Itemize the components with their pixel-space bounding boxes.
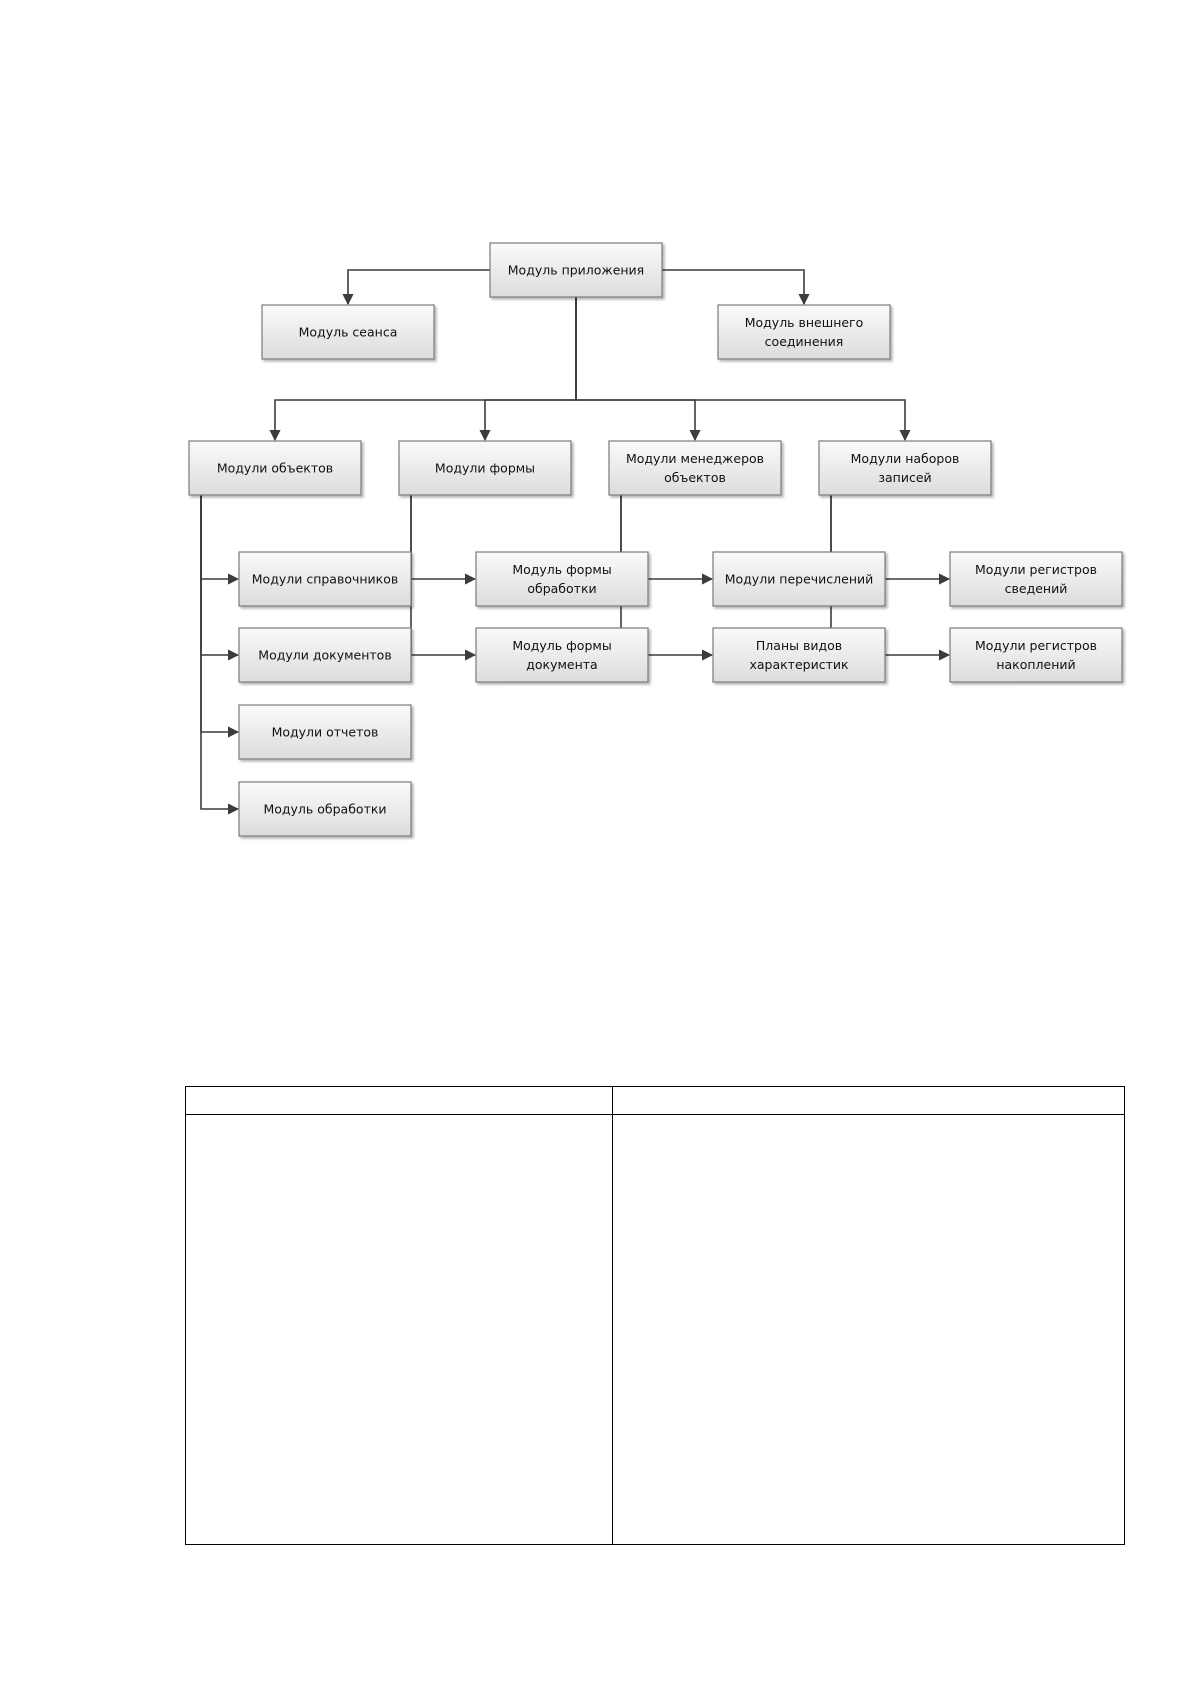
node-label: Модули документов xyxy=(258,648,391,663)
node-label: характеристик xyxy=(749,657,849,672)
node-enums: Модули перечислений xyxy=(712,551,886,607)
node-box xyxy=(818,440,992,496)
edge-forms-to-form-document xyxy=(410,495,477,661)
edge-app-to-forms xyxy=(479,297,577,442)
edge-objects-to-reports xyxy=(200,495,240,738)
node-char-types: Планы видов характеристик xyxy=(712,627,886,683)
edge-app-to-session xyxy=(342,269,490,306)
node-box xyxy=(238,704,412,760)
node-documents: Модули документов xyxy=(238,627,412,683)
table-header-row xyxy=(185,1086,1125,1115)
node-reports: Модули отчетов xyxy=(238,704,412,760)
node-box xyxy=(238,551,412,607)
node-form-document: Модуль формы документа xyxy=(475,627,649,683)
table-row xyxy=(185,1114,1125,1545)
node-label: Модуль формы xyxy=(512,562,611,577)
node-box xyxy=(717,304,891,360)
node-accum-registers: Модули регистров накоплений xyxy=(949,627,1123,683)
node-box xyxy=(238,627,412,683)
node-managers: Модули менеджеров объектов xyxy=(608,440,782,496)
node-box xyxy=(489,242,663,298)
node-label: сведений xyxy=(1005,581,1068,596)
table-header-cell-1 xyxy=(185,1086,613,1115)
node-label: Модули отчетов xyxy=(272,725,379,740)
node-label: объектов xyxy=(664,470,726,485)
node-label: Модули регистров xyxy=(975,562,1097,577)
node-label: накоплений xyxy=(996,657,1075,672)
edge-objects-to-processing xyxy=(200,495,240,815)
node-objects: Модули объектов xyxy=(188,440,362,496)
node-label: Модули наборов xyxy=(851,451,960,466)
node-box xyxy=(398,440,572,496)
node-recordsets: Модули наборов записей xyxy=(818,440,992,496)
node-label: Планы видов xyxy=(756,638,842,653)
edge-app-to-recordsets xyxy=(575,297,911,442)
table-body-cell-2 xyxy=(612,1114,1125,1545)
table-header-cell-2 xyxy=(612,1086,1125,1115)
node-box xyxy=(712,551,886,607)
node-label: записей xyxy=(878,470,931,485)
node-forms: Модули формы xyxy=(398,440,572,496)
node-label: Модуль формы xyxy=(512,638,611,653)
edge-app-to-managers xyxy=(575,297,701,442)
node-box xyxy=(238,781,412,837)
node-label: соединения xyxy=(765,334,844,349)
node-info-registers: Модули регистров сведений xyxy=(949,551,1123,607)
node-catalogs: Модули справочников xyxy=(238,551,412,607)
node-label: Модули менеджеров xyxy=(626,451,764,466)
node-form-processing: Модуль формы обработки xyxy=(475,551,649,607)
node-label: Модуль сеанса xyxy=(299,325,398,340)
node-box xyxy=(475,551,649,607)
node-box xyxy=(608,440,782,496)
node-label: Модуль обработки xyxy=(263,802,386,817)
node-label: документа xyxy=(526,657,597,672)
node-box xyxy=(188,440,362,496)
node-box xyxy=(949,627,1123,683)
node-label: Модули перечислений xyxy=(725,572,874,587)
node-label: Модули справочников xyxy=(252,572,398,587)
edge-forms-to-form-processing xyxy=(410,495,477,585)
node-box xyxy=(949,551,1123,607)
node-label: Модули формы xyxy=(435,461,535,476)
node-app: Модуль приложения xyxy=(489,242,663,298)
node-label: Модули регистров xyxy=(975,638,1097,653)
node-box xyxy=(261,304,435,360)
node-session: Модуль сеанса xyxy=(261,304,435,360)
node-processing: Модуль обработки xyxy=(238,781,412,837)
node-label: Модуль приложения xyxy=(508,263,644,278)
node-box xyxy=(712,627,886,683)
empty-table xyxy=(185,1086,1125,1545)
node-label: обработки xyxy=(527,581,596,596)
node-label: Модуль внешнего xyxy=(745,315,864,330)
edge-app-to-external xyxy=(662,269,810,306)
node-box xyxy=(475,627,649,683)
edge-objects-to-catalogs xyxy=(200,495,240,585)
node-label: Модули объектов xyxy=(217,461,333,476)
table-body-cell-1 xyxy=(185,1114,613,1545)
node-external: Модуль внешнего соединения xyxy=(717,304,891,360)
edge-objects-to-documents xyxy=(200,495,240,661)
